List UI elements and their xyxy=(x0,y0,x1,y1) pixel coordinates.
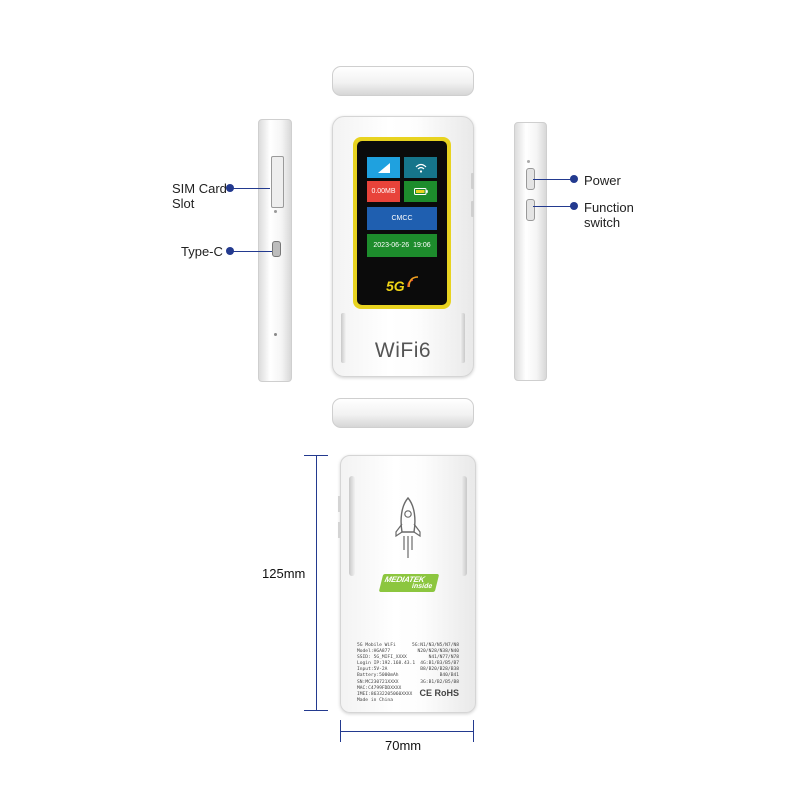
front-side-button-1 xyxy=(471,173,474,189)
type-c-label: Type-C xyxy=(181,244,223,259)
width-dimension-line xyxy=(340,731,474,732)
top-edge-view xyxy=(332,66,474,96)
width-dimension-cap-left xyxy=(340,720,341,742)
type-c-callout-dot xyxy=(226,247,234,255)
height-dimension-cap-top xyxy=(304,455,328,456)
reset-hole xyxy=(274,333,277,336)
screen-frame: 0.00MB CMCC 2023-06-26 19:06 5G xyxy=(353,137,451,309)
front-device-view: 0.00MB CMCC 2023-06-26 19:06 5G xyxy=(332,116,474,377)
spec-right-line: B40/B41 xyxy=(439,673,459,679)
back-device-view: MEDIATEK inside 5G Mobile WiFi Model:HGA… xyxy=(338,455,476,713)
spec-left-line: 5G Mobile WiFi xyxy=(357,643,396,648)
bottom-edge-view xyxy=(332,398,474,428)
function-switch-label: Function switch xyxy=(584,200,634,230)
spec-left-line: Input:5V-2A xyxy=(357,667,388,673)
front-brand-logo: WiFi6 xyxy=(374,339,432,362)
sim-eject-hole xyxy=(274,210,277,213)
function-switch-callout-line xyxy=(533,206,573,207)
datetime-tile: 2023-06-26 19:06 xyxy=(367,234,437,257)
back-edge-button-1 xyxy=(338,496,341,512)
width-dimension-cap-right xyxy=(473,720,474,742)
sim-card-slot-callout-line xyxy=(232,188,270,189)
sim-card-slot-callout-dot xyxy=(226,184,234,192)
height-dimension-label: 125mm xyxy=(262,566,306,581)
wifi-tile xyxy=(404,157,437,178)
power-callout-line xyxy=(533,179,573,180)
sim-card-slot xyxy=(271,156,284,208)
power-callout-dot xyxy=(570,175,578,183)
spec-right-line: N20/N28/N38/N40 xyxy=(417,649,460,655)
battery-icon xyxy=(413,188,428,195)
data-usage-value: 0.00MB xyxy=(371,188,396,195)
spec-left-line: MAC:C4799FDDXXXX xyxy=(357,685,402,691)
signal-icon xyxy=(377,162,390,173)
spec-left-line: Login IP:192.168.43.1 xyxy=(357,661,416,667)
function-switch-label-line1: Function xyxy=(584,200,634,215)
screen: 0.00MB CMCC 2023-06-26 19:06 5G xyxy=(357,141,447,305)
carrier-tile: CMCC xyxy=(367,207,437,230)
power-label: Power xyxy=(584,173,621,188)
function-switch-button xyxy=(526,199,535,221)
spec-right-line: 3G:B1/B2/B5/B8 xyxy=(420,679,459,685)
mediatek-badge: MEDIATEK inside xyxy=(378,574,440,592)
spec-left-line: Model:HGA877 xyxy=(357,649,391,655)
rocket-icon xyxy=(395,496,421,558)
right-side-mark xyxy=(527,160,530,163)
sim-card-slot-label-line1: SIM Card xyxy=(172,181,227,196)
carrier-name: CMCC xyxy=(391,215,413,222)
width-dimension-label: 70mm xyxy=(385,738,422,753)
type-c-callout-line xyxy=(232,251,272,252)
function-switch-callout-dot xyxy=(570,202,578,210)
spec-left-line: Made in China xyxy=(357,697,393,703)
height-dimension-cap-bottom xyxy=(304,710,328,711)
spec-left-line: Battery:5000mAh xyxy=(357,673,399,679)
spec-right-line: N41/N77/N78 xyxy=(428,655,459,661)
spec-left-line: SN:MC230721XXXX xyxy=(357,679,399,685)
back-edge-button-2 xyxy=(338,522,341,538)
spec-right-line: B8/B20/B28/B38 xyxy=(420,667,459,673)
left-side-view xyxy=(258,119,292,382)
back-chrome-trim-right xyxy=(461,476,467,576)
type-c-port xyxy=(272,241,281,257)
battery-tile xyxy=(404,181,437,202)
spec-left-line: IMEI:86332205060XXXX xyxy=(357,691,413,697)
sim-card-slot-label-line2: Slot xyxy=(172,196,195,211)
spec-right-line: 5G:N1/N3/N5/N7/N8 xyxy=(411,643,459,648)
back-chrome-trim-left xyxy=(349,476,355,576)
mediatek-inside-text: inside xyxy=(411,583,433,590)
spec-right-line: 4G:B1/B3/B5/B7 xyxy=(420,661,459,667)
chrome-trim-right xyxy=(460,313,465,363)
height-dimension-line xyxy=(316,455,317,710)
5g-badge-text: 5G xyxy=(386,278,405,294)
data-usage-tile: 0.00MB xyxy=(367,181,400,202)
front-side-button-2 xyxy=(471,201,474,217)
certification-marks: CE RoHS xyxy=(419,688,459,698)
function-switch-label-line2: switch xyxy=(584,215,621,230)
5g-badge: 5G xyxy=(384,275,424,295)
chrome-trim-left xyxy=(341,313,346,363)
wifi-icon xyxy=(415,163,426,173)
spec-label-left: 5G Mobile WiFi Model:HGA877 SSID: 5G_MIF… xyxy=(357,643,417,704)
spec-left-line: SSID: 5G_MIFI_XXXX xyxy=(357,655,407,661)
5g-signal-icon xyxy=(407,276,419,288)
spec-label-right: 5G:N1/N3/N5/N7/N8 N20/N28/N38/N40 N41/N7… xyxy=(411,643,459,686)
right-side-view xyxy=(514,122,547,381)
signal-tile xyxy=(367,157,400,178)
datetime-value: 2023-06-26 19:06 xyxy=(373,242,431,249)
sim-card-slot-label: SIM Card Slot xyxy=(172,181,232,211)
